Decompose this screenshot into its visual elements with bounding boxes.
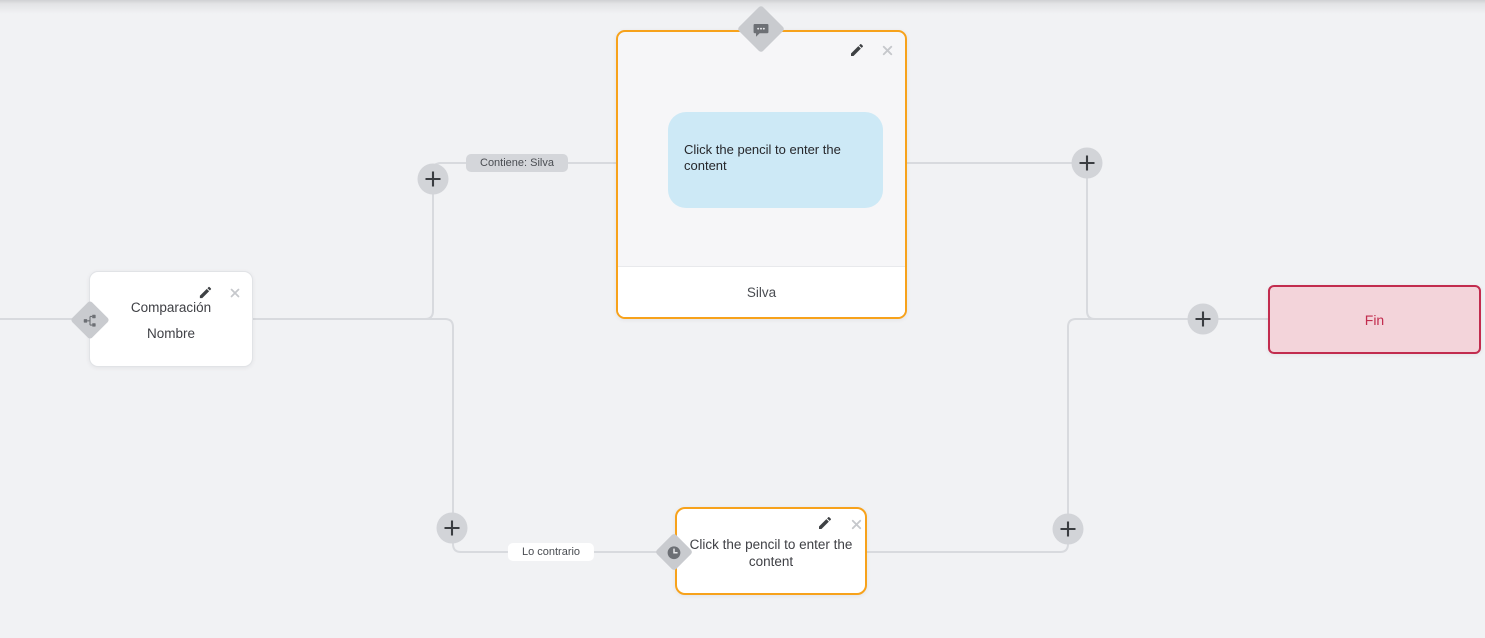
condition-title-line: Comparación: [130, 300, 212, 315]
add-step-button[interactable]: [436, 512, 468, 544]
close-icon: [851, 519, 861, 529]
condition-node-title: Comparación Nombre: [90, 300, 252, 352]
toolbar-shadow: [0, 0, 1485, 14]
add-step-button[interactable]: [417, 163, 449, 195]
end-node[interactable]: Fin: [1268, 285, 1481, 354]
pencil-icon: [199, 286, 211, 298]
delete-button[interactable]: [847, 515, 865, 533]
edit-button[interactable]: [196, 283, 214, 301]
close-icon: [230, 288, 240, 298]
chat-bubble-icon: [753, 21, 770, 38]
edit-button[interactable]: [848, 41, 866, 59]
add-step-button[interactable]: [1052, 513, 1084, 545]
plus-icon: [1195, 311, 1211, 327]
action-type-badge: [654, 532, 694, 572]
message-node[interactable]: Click the pencil to enter the content Si…: [616, 30, 907, 319]
end-node-label: Fin: [1364, 311, 1385, 328]
plus-icon: [425, 171, 441, 187]
edge-condition-label[interactable]: Lo contrario: [507, 543, 595, 561]
condition-title-line: Nombre: [146, 326, 195, 341]
clock-icon: [665, 543, 683, 561]
plus-icon: [444, 520, 460, 536]
message-bubble: Click the pencil to enter the content: [668, 112, 883, 208]
condition-node[interactable]: Comparación Nombre: [89, 271, 253, 367]
pencil-icon: [819, 516, 832, 529]
message-variant-footer: Silva: [618, 266, 905, 317]
action-node[interactable]: Click the pencil to enter the content: [675, 507, 867, 595]
message-type-badge: [736, 4, 786, 54]
action-node-placeholder: Click the pencil to enter the content: [689, 537, 853, 569]
close-icon: [882, 45, 892, 55]
plus-icon: [1079, 155, 1095, 171]
delete-button[interactable]: [878, 41, 896, 59]
add-step-button[interactable]: [1187, 303, 1219, 335]
condition-type-badge: [70, 300, 110, 340]
pencil-icon: [851, 43, 864, 56]
wire-branch-bottom: [253, 318, 658, 553]
delete-button[interactable]: [226, 284, 244, 302]
wire-merge-top: [907, 162, 1268, 320]
edge-condition-label[interactable]: Contiene: Silva: [466, 154, 568, 172]
wire-merge-bottom: [867, 318, 1268, 553]
edit-button[interactable]: [816, 514, 834, 532]
sitemap-icon: [83, 313, 98, 328]
plus-icon: [1060, 521, 1076, 537]
add-step-button[interactable]: [1071, 147, 1103, 179]
